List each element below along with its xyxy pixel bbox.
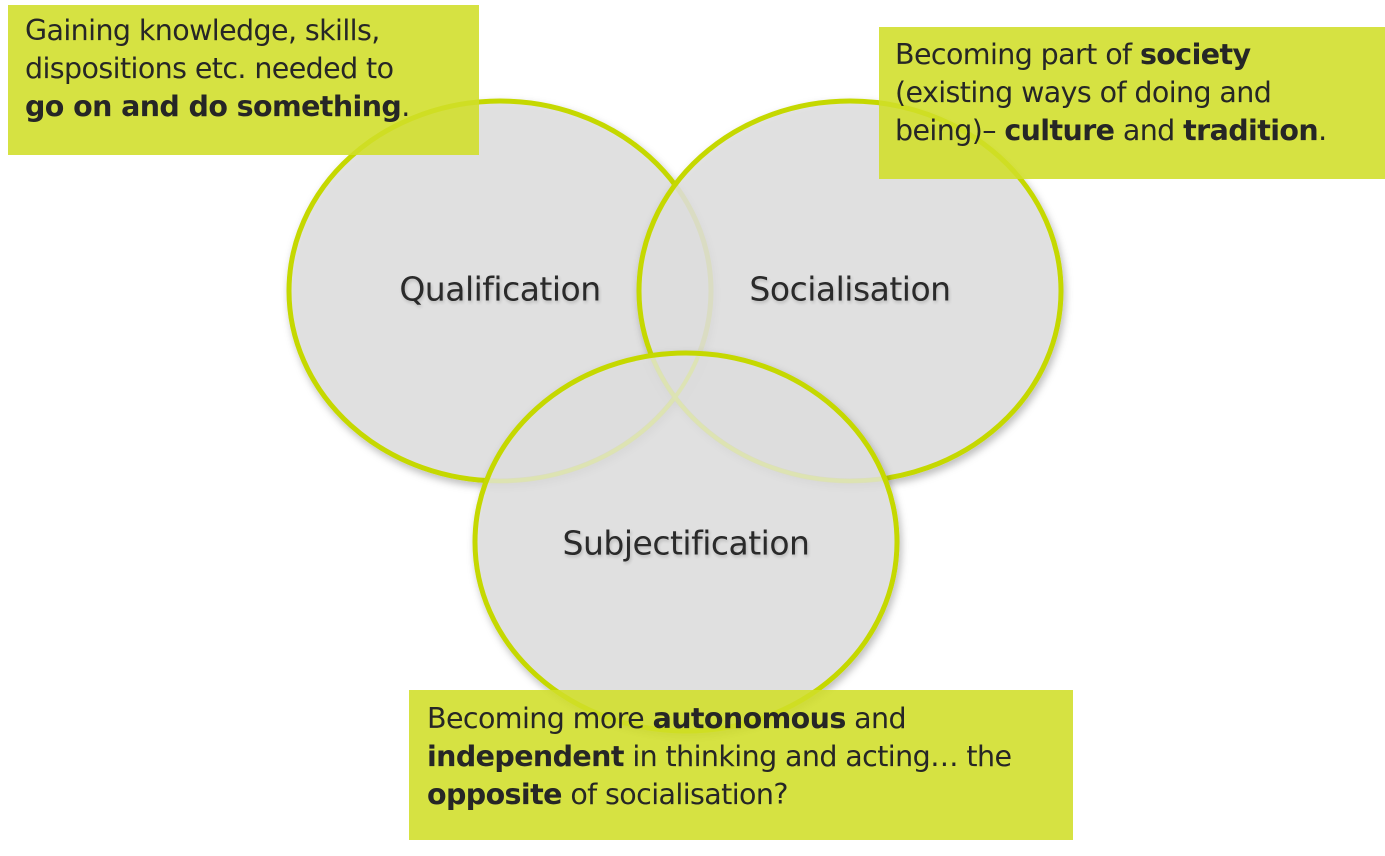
label-socialisation: Socialisation	[749, 269, 951, 309]
text: and	[1114, 114, 1184, 147]
socialisation-emphasis-tradition: tradition	[1183, 114, 1319, 147]
text: being)–	[895, 114, 1005, 147]
socialisation-line-1: Becoming part of society	[895, 36, 1385, 74]
qualification-description-box: Gaining knowledge, skills, dispositions …	[8, 5, 479, 155]
punctuation: .	[1318, 114, 1327, 147]
socialisation-line-2: (existing ways of doing and	[895, 76, 1272, 109]
text: Becoming more	[427, 702, 653, 735]
subjectification-description-box: Becoming more autonomous and independent…	[409, 690, 1073, 840]
qualification-line-3: go on and do something.	[25, 88, 479, 126]
circle-socialisation-overlap-stroke	[637, 356, 894, 483]
text: and	[845, 702, 906, 735]
text: Becoming part of	[895, 38, 1140, 71]
qualification-line-2: dispositions etc. needed to	[25, 52, 394, 85]
circle-qualification-overlap-stroke	[478, 356, 713, 483]
punctuation: .	[401, 90, 410, 123]
qualification-emphasis: go on and do something	[25, 90, 402, 123]
subjectification-emphasis-autonomous: autonomous	[652, 702, 847, 735]
text: in thinking and acting… the	[623, 740, 1012, 773]
qualification-line-1: Gaining knowledge, skills,	[25, 14, 380, 47]
subjectification-line-2: independent in thinking and acting… the	[427, 738, 1073, 776]
socialisation-line-3: being)– culture and tradition.	[895, 112, 1385, 150]
text: of socialisation?	[561, 778, 788, 811]
label-qualification: Qualification	[399, 269, 601, 309]
socialisation-emphasis-society: society	[1139, 38, 1251, 71]
subjectification-line-3: opposite of socialisation?	[427, 776, 1073, 814]
subjectification-line-1: Becoming more autonomous and	[427, 700, 1073, 738]
label-subjectification: Subjectification	[562, 523, 810, 563]
subjectification-emphasis-independent: independent	[427, 740, 624, 773]
socialisation-description-box: Becoming part of society (existing ways …	[879, 27, 1385, 179]
socialisation-emphasis-culture: culture	[1004, 114, 1115, 147]
subjectification-emphasis-opposite: opposite	[427, 778, 562, 811]
